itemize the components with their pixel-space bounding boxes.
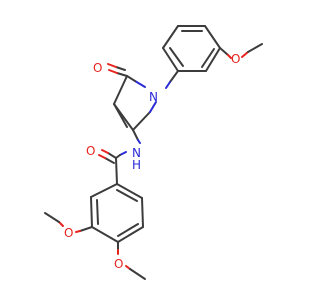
bond (149, 101, 157, 113)
bond (79, 226, 93, 232)
bond (91, 226, 119, 243)
bond (129, 268, 146, 280)
molecule-canvas: O N O N H O O (44, 25, 263, 280)
bond (117, 223, 139, 237)
structure-diagram: O N O N H O O (44, 25, 263, 280)
bond (162, 47, 179, 72)
bond (113, 75, 128, 105)
amide-oxygen: O (86, 144, 95, 158)
bond (132, 111, 151, 131)
methoxy-o-bottom: O (114, 257, 123, 271)
ring-nitrogen: N (149, 90, 158, 104)
bond (219, 47, 229, 56)
methoxyphenyl-ring (162, 25, 221, 72)
bond (137, 139, 141, 144)
bond (205, 47, 221, 72)
amide-nitrogen: N (132, 146, 141, 160)
bond (227, 54, 232, 59)
bond (75, 230, 81, 233)
bond (101, 149, 109, 154)
bond (108, 69, 118, 74)
bond (104, 157, 115, 164)
amide-hydrogen: H (132, 158, 141, 172)
bond (141, 197, 144, 228)
bond (169, 70, 179, 83)
bond (116, 189, 138, 202)
dimethoxyphenyl-ring (90, 183, 144, 243)
bond (134, 80, 146, 88)
lactam-oxygen: O (93, 61, 102, 75)
bond (119, 151, 127, 156)
bond (126, 75, 136, 82)
methoxy-o-top: O (231, 52, 240, 66)
bond (117, 226, 144, 243)
bond (113, 103, 128, 128)
bond (90, 196, 93, 228)
bond (116, 183, 143, 199)
bond (98, 154, 106, 159)
bond (115, 66, 126, 71)
bond (162, 25, 179, 49)
bond (247, 43, 263, 53)
bond (107, 63, 117, 68)
bond (107, 152, 117, 159)
bond (116, 72, 128, 77)
bond (44, 212, 60, 223)
methoxy-o-left: O (64, 226, 73, 240)
bond (165, 81, 171, 89)
bond (241, 51, 249, 58)
bond (115, 157, 118, 185)
bond (169, 47, 184, 67)
bond (132, 129, 139, 141)
bond (96, 199, 99, 225)
bond (201, 48, 215, 68)
bond (204, 25, 221, 49)
bond (90, 183, 118, 198)
